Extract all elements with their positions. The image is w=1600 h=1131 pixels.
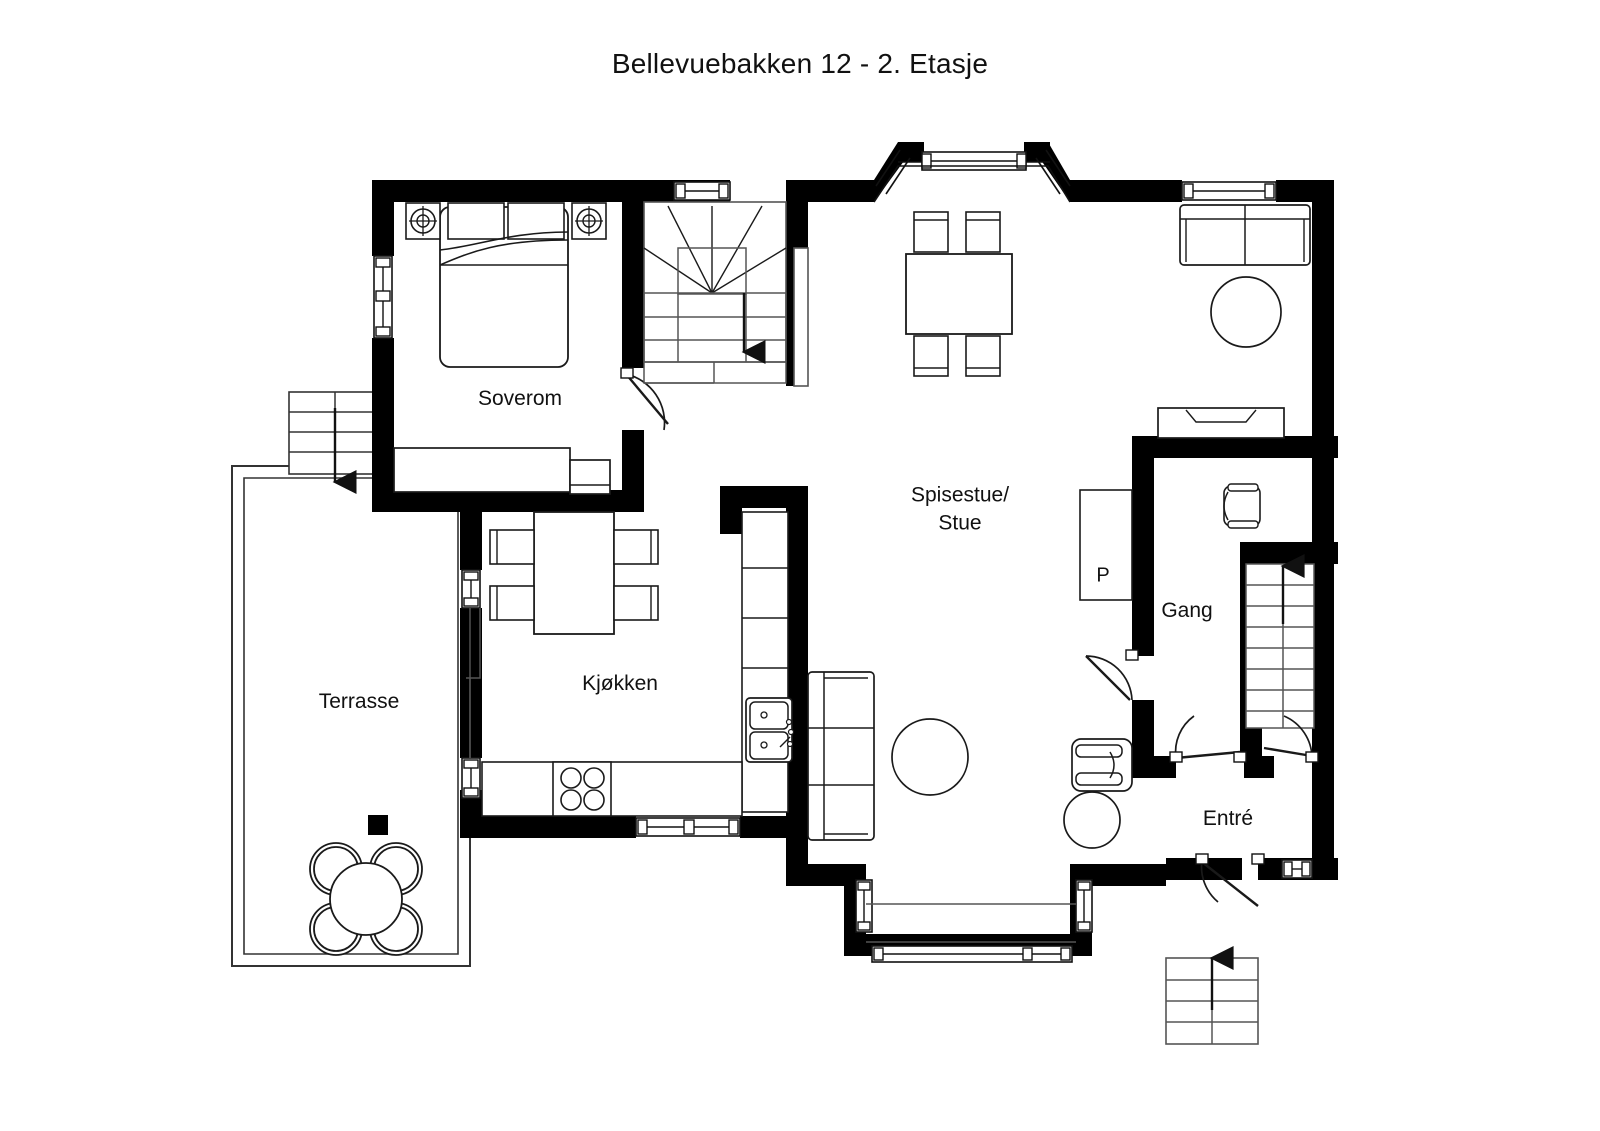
room-label-stue: Spisestue/ Stue (910, 483, 1010, 535)
gang-group (1079, 483, 1315, 729)
window (635, 817, 741, 837)
dining-set (905, 211, 1013, 377)
armchair (1071, 738, 1133, 792)
kitchen-chair (489, 585, 535, 621)
room-label-kjokken: Kjøkken (582, 671, 658, 695)
windows-group (373, 149, 1313, 963)
cooktop-4-burner (560, 767, 605, 811)
hallway-chair (1223, 483, 1261, 529)
double-sink (745, 697, 795, 763)
bedroom-door (620, 367, 669, 431)
window (1075, 879, 1093, 933)
window (373, 255, 393, 339)
door (1169, 715, 1247, 763)
window (1181, 181, 1277, 201)
room-label-gang: Gang (1161, 598, 1213, 622)
sliding-door (461, 569, 481, 609)
room-label-soverom: Soverom (477, 386, 563, 410)
gang-door (1085, 649, 1139, 701)
dining-chair (965, 211, 1001, 253)
exterior-stairs (1165, 946, 1259, 1045)
wardrobe-side (569, 459, 611, 495)
dining-table (905, 253, 1013, 335)
bay-window (873, 149, 1071, 203)
sliding-door (461, 757, 481, 799)
round-coffee-table-2 (891, 718, 969, 796)
door (1263, 715, 1319, 763)
bedroom-furniture (393, 202, 669, 495)
page-title: Bellevuebakken 12 - 2. Etasje (611, 48, 989, 79)
kitchen-base-counter (481, 761, 743, 817)
kitchen-tall-cabinets (741, 511, 789, 813)
fireplace (1079, 489, 1133, 601)
terrace-post (368, 815, 388, 835)
kitchen-group (481, 511, 795, 817)
dining-chair (965, 335, 1001, 377)
three-seat-sofa (807, 671, 875, 841)
entre-doors (1169, 715, 1319, 907)
patio-furniture-group (309, 842, 423, 956)
dining-chair (913, 335, 949, 377)
dining-chair (913, 211, 949, 253)
round-coffee-table (1210, 276, 1282, 348)
kitchen-table (533, 511, 615, 635)
nightstand-lamp-right (571, 202, 607, 240)
room-label-terrasse: Terrasse (318, 689, 400, 713)
patio-round-table (329, 862, 403, 936)
living-south-group (807, 671, 1133, 849)
entrance-door (1195, 853, 1265, 907)
kitchen-chair (613, 529, 659, 565)
terrace-stairs (288, 391, 382, 494)
window (673, 181, 731, 201)
living-north-group (1157, 204, 1311, 439)
window (871, 945, 1073, 963)
room-label-entre: Entré (1202, 806, 1254, 830)
tv-console (1157, 407, 1285, 439)
pillow (447, 202, 505, 240)
window (1281, 859, 1313, 879)
kitchen-chair (613, 585, 659, 621)
room-label-fireplace: P (1096, 564, 1110, 587)
kitchen-chair (489, 529, 535, 565)
wardrobe (393, 447, 571, 493)
winder-staircase (643, 201, 809, 387)
nightstand-lamp-left (405, 202, 441, 240)
window (855, 879, 873, 933)
side-table (1063, 791, 1121, 849)
gang-stairs (1245, 554, 1315, 729)
